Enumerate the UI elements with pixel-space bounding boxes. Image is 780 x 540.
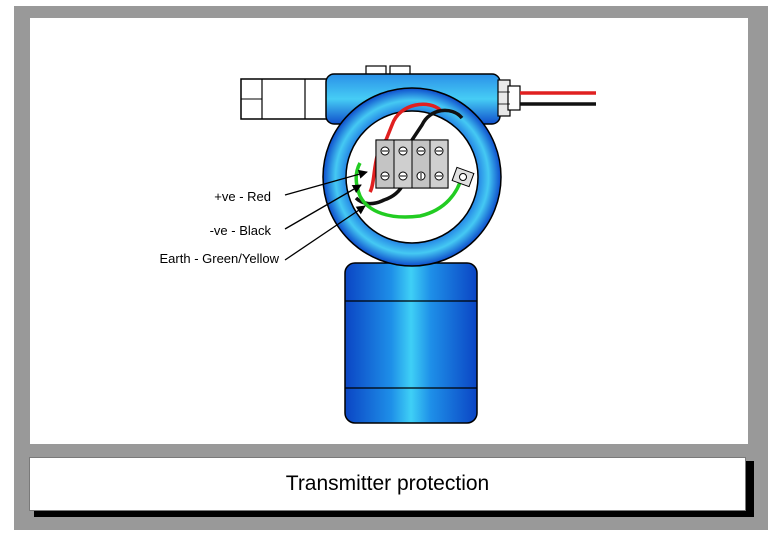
terminal-screw-icon — [380, 146, 444, 181]
terminal-block — [375, 139, 449, 189]
external-cables — [520, 91, 596, 106]
cable-gland — [497, 79, 521, 117]
earth-screw — [451, 166, 475, 188]
sensor-body — [344, 262, 478, 424]
arrow-icon — [284, 169, 368, 261]
label-earth: Earth - Green/Yellow — [160, 251, 280, 266]
conduit-fitting — [240, 78, 330, 120]
caption-text: Transmitter protection — [285, 472, 490, 495]
label-negative: -ve - Black — [210, 223, 272, 238]
caption-box: Transmitter protection — [29, 457, 746, 511]
label-positive: +ve - Red — [214, 189, 271, 204]
